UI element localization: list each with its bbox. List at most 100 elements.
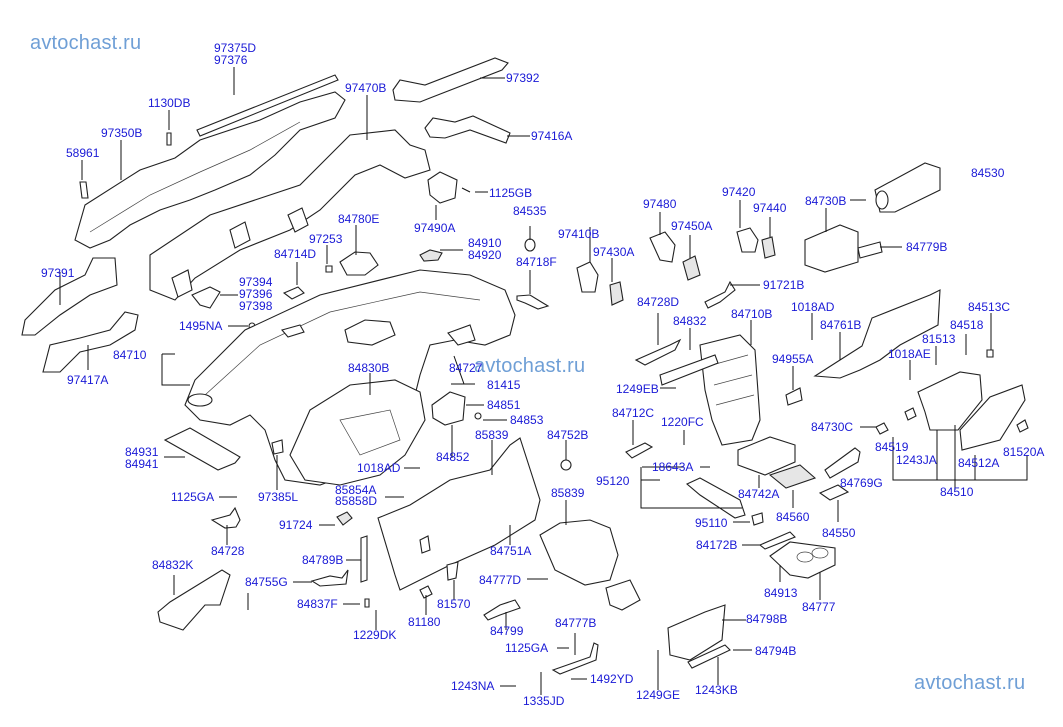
part-label[interactable]: 97375D	[214, 41, 257, 55]
part-label[interactable]: 84710B	[731, 307, 773, 321]
part-label[interactable]: 97430A	[593, 245, 635, 259]
part-label[interactable]: 84512A	[958, 456, 1000, 470]
part-label[interactable]: 84832	[673, 314, 707, 328]
part-label[interactable]: 84742A	[738, 487, 780, 501]
part-label[interactable]: 84769G	[840, 476, 883, 490]
part-label[interactable]: 84730B	[805, 194, 847, 208]
part-label[interactable]: 1243KB	[695, 683, 738, 697]
part-label[interactable]: 84730C	[811, 420, 854, 434]
part-label[interactable]: 97440	[753, 201, 787, 215]
part-label[interactable]: 97394	[239, 275, 273, 289]
part-label[interactable]: 1249EB	[616, 382, 659, 396]
part-label[interactable]: 84931	[125, 445, 159, 459]
part-label[interactable]: 1335JD	[523, 694, 565, 708]
part-label[interactable]: 84837F	[297, 597, 338, 611]
part-label[interactable]: 84712C	[612, 406, 655, 420]
part-label[interactable]: 84710	[113, 348, 147, 362]
part-label[interactable]: 1229DK	[353, 628, 397, 642]
part-label[interactable]: 97385L	[258, 490, 299, 504]
part-label[interactable]: 84777	[802, 600, 836, 614]
part-label[interactable]: 1125GA	[171, 490, 215, 504]
part-label[interactable]: 97396	[239, 287, 273, 301]
part-label[interactable]: 84727	[449, 361, 483, 375]
part-label[interactable]: 97253	[309, 232, 343, 246]
part-label[interactable]: 84920	[468, 248, 502, 262]
part-label[interactable]: 84832K	[152, 558, 194, 572]
part-label[interactable]: 85839	[551, 486, 585, 500]
part-label[interactable]: 84789B	[302, 553, 344, 567]
part-label[interactable]: 84799	[490, 624, 524, 638]
part-label[interactable]: 18643A	[652, 460, 694, 474]
part-label[interactable]: 84777B	[555, 616, 597, 630]
part-label[interactable]: 97480	[643, 197, 677, 211]
part-label[interactable]: 84752B	[547, 428, 589, 442]
part-label[interactable]: 81570	[437, 597, 471, 611]
part-label[interactable]: 84851	[487, 398, 521, 412]
part-label[interactable]: 95120	[596, 474, 630, 488]
part-label[interactable]: 81513	[922, 332, 956, 346]
part-label[interactable]: 1243NA	[451, 679, 495, 693]
part-label[interactable]: 84513C	[968, 300, 1011, 314]
part-label[interactable]: 97376	[214, 53, 248, 67]
part-label[interactable]: 84519	[875, 440, 909, 454]
part-label[interactable]: 1125GA	[505, 641, 549, 655]
part-label[interactable]: 84728	[211, 544, 245, 558]
part-label[interactable]: 1495NA	[179, 319, 223, 333]
part-label[interactable]: 84535	[513, 204, 547, 218]
part-label[interactable]: 84798B	[746, 612, 788, 626]
part-label[interactable]: 84779B	[906, 240, 948, 254]
part-label[interactable]: 1018AD	[791, 300, 835, 314]
part-label[interactable]: 97420	[722, 185, 756, 199]
part-label[interactable]: 1125GB	[489, 186, 533, 200]
part-label[interactable]: 58961	[66, 146, 100, 160]
part-label[interactable]: 81520A	[1003, 445, 1045, 459]
part-label[interactable]: 84910	[468, 236, 502, 250]
part-label[interactable]: 84794B	[755, 644, 797, 658]
part-label[interactable]: 97490A	[414, 221, 456, 235]
part-label[interactable]: 84780E	[338, 212, 380, 226]
part-label[interactable]: 97416A	[531, 129, 573, 143]
part-label[interactable]: 84728D	[637, 295, 680, 309]
part-label[interactable]: 1220FC	[661, 415, 704, 429]
part-label[interactable]: 85854A	[335, 483, 377, 497]
part-label[interactable]: 84550	[822, 526, 856, 540]
part-label[interactable]: 84530	[971, 166, 1005, 180]
part-label[interactable]: 97450A	[671, 219, 713, 233]
part-label[interactable]: 84510	[940, 485, 974, 499]
part-label[interactable]: 97392	[506, 71, 540, 85]
part-label[interactable]: 84751A	[490, 544, 532, 558]
part-label[interactable]: 91721B	[763, 278, 805, 292]
part-label[interactable]: 91724	[279, 518, 313, 532]
part-label[interactable]: 97398	[239, 299, 273, 313]
part-label[interactable]: 84755G	[245, 575, 288, 589]
part-label[interactable]: 1243JA	[896, 453, 937, 467]
part-label[interactable]: 84941	[125, 457, 159, 471]
part-label[interactable]: 97417A	[67, 373, 109, 387]
part-label[interactable]: 1249GE	[636, 688, 681, 702]
part-label[interactable]: 97410B	[558, 227, 600, 241]
part-label[interactable]: 95110	[695, 516, 728, 530]
part-label[interactable]: 84913	[764, 586, 798, 600]
part-label[interactable]: 97391	[41, 266, 75, 280]
part-label[interactable]: 84518	[950, 318, 984, 332]
part-label[interactable]: 84777D	[479, 573, 522, 587]
part-label[interactable]: 1018AD	[357, 461, 401, 475]
part-label[interactable]: 1018AE	[888, 347, 931, 361]
part-label[interactable]: 81180	[408, 615, 441, 629]
part-label[interactable]: 94955A	[772, 352, 814, 366]
part-label[interactable]: 84761B	[820, 318, 862, 332]
part-label[interactable]: 84714D	[274, 247, 317, 261]
part-label[interactable]: 85839	[475, 428, 509, 442]
part-label[interactable]: 81415	[487, 378, 521, 392]
part-label[interactable]: 1130DB	[148, 96, 191, 110]
part-label[interactable]: 84718F	[516, 255, 557, 269]
part-label[interactable]: 97350B	[101, 126, 143, 140]
part-label[interactable]: 1492YD	[590, 672, 634, 686]
part-label[interactable]: 85858D	[335, 494, 378, 508]
part-label[interactable]: 84830B	[348, 361, 390, 375]
part-label[interactable]: 97470B	[345, 81, 387, 95]
part-label[interactable]: 84560	[776, 510, 810, 524]
part-label[interactable]: 84172B	[696, 538, 738, 552]
part-label[interactable]: 84853	[510, 413, 544, 427]
part-label[interactable]: 84852	[436, 450, 470, 464]
